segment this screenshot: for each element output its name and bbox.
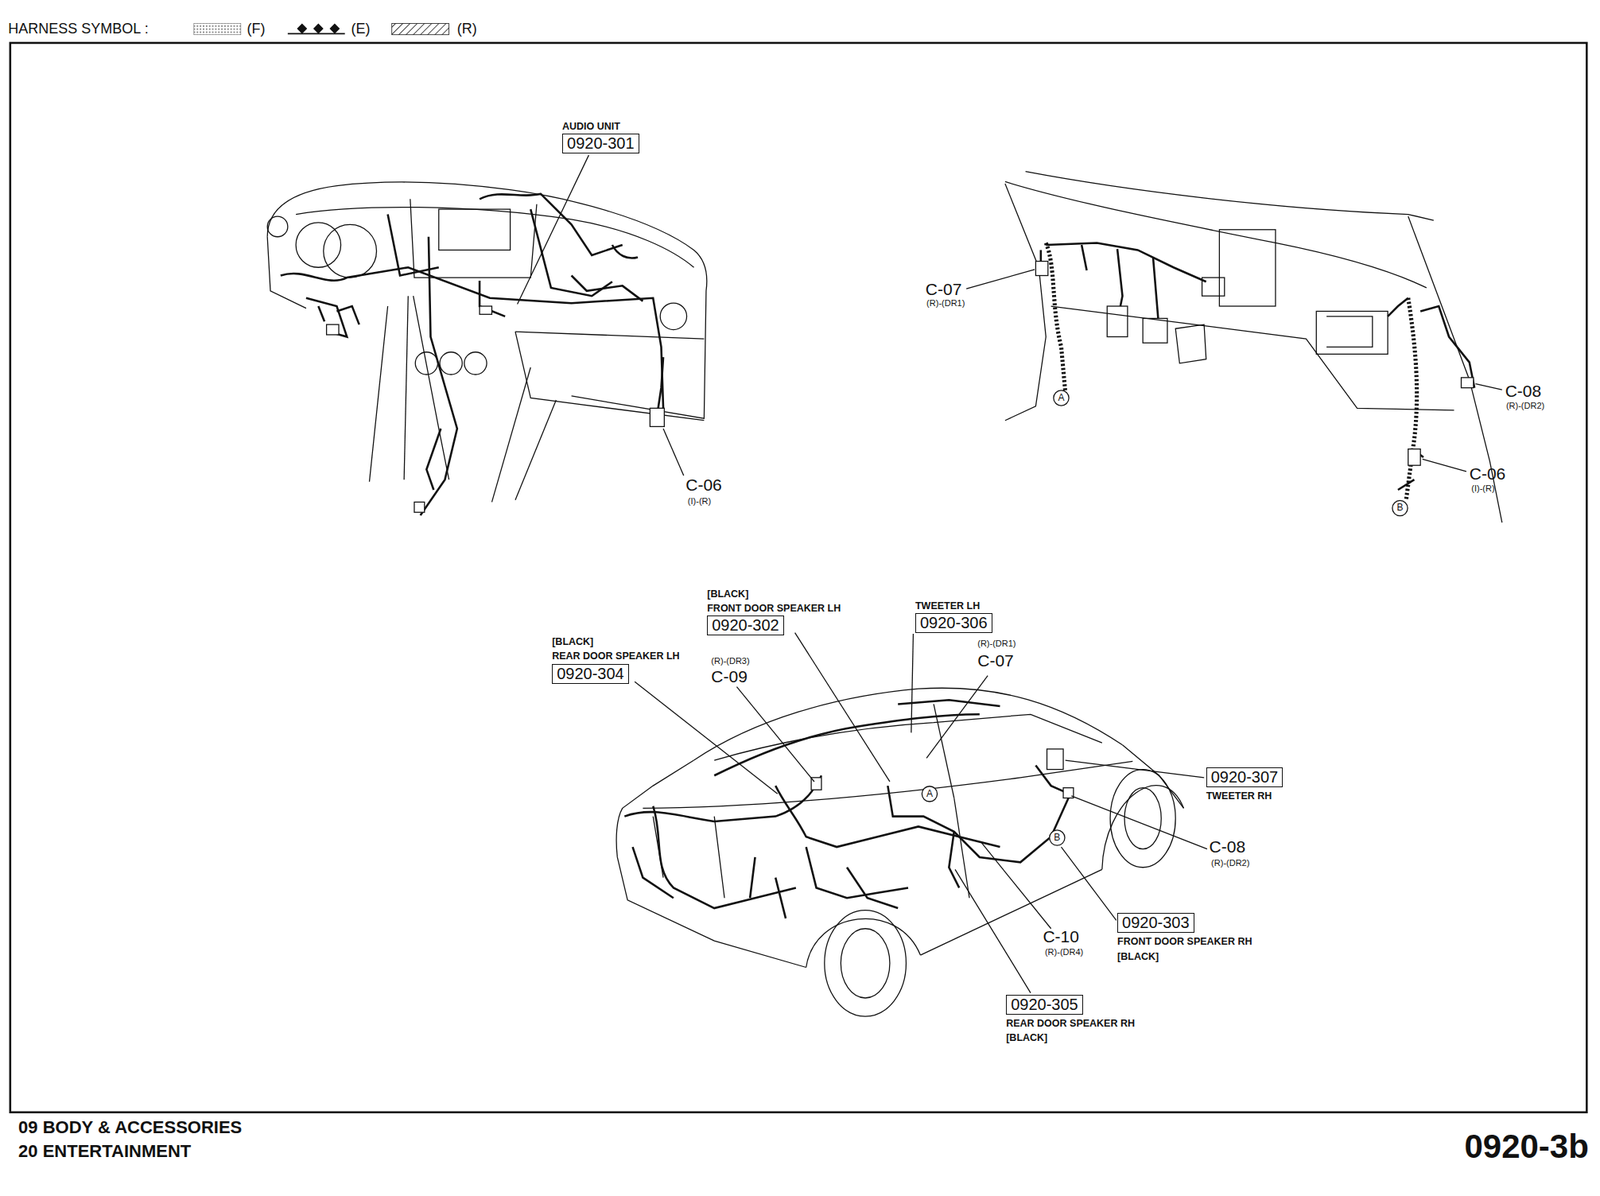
part-name: TWEETER RH [1206, 788, 1284, 803]
callout-number: 0920-306 [915, 613, 993, 634]
part-name: TWEETER LH [915, 598, 993, 613]
part-name: [BLACK] [551, 633, 680, 649]
callout-group: AUDIO UNIT0920-301 [562, 118, 640, 155]
callout-box: 0920-306 [915, 613, 993, 634]
part-text: [BLACK] [706, 588, 749, 600]
callout-group: 0920-305REAR DOOR SPEAKER RH [BLACK] [1005, 994, 1135, 1045]
connection-point-letter: A [1054, 392, 1068, 404]
part-name: FRONT DOOR SPEAKER LH [706, 600, 841, 615]
legend-text: (R) [457, 21, 478, 38]
dashboard-drawing [267, 155, 707, 516]
callout-number: 0920-303 [1117, 912, 1252, 933]
callout-box: 0920-302 [706, 615, 785, 636]
part-name: REAR DOOR SPEAKER LH [551, 648, 680, 663]
vehicle-harness-drawing [616, 633, 1208, 1017]
callout-group: [BLACK] REAR DOOR SPEAKER LH 0920-304 [551, 633, 680, 685]
part-text: TWEETER LH [915, 600, 980, 612]
callout-group: 0920-307TWEETER RH [1206, 766, 1284, 803]
callout-number: 0920-301 [562, 133, 640, 154]
part-text: [BLACK] [551, 636, 594, 648]
part-text: REAR DOOR SPEAKER LH [551, 650, 680, 662]
connector-code: C-10 [1042, 927, 1080, 946]
callout-box: 0920-304 [551, 664, 630, 684]
callout-box: 0920-307 [1206, 767, 1284, 788]
part-text: FRONT DOOR SPEAKER LH [706, 602, 841, 614]
label-text: (R)-(DR2) [1211, 858, 1250, 868]
page-frame [10, 42, 1587, 1113]
connector-code: C-07 [977, 651, 1014, 670]
part-text: REAR DOOR SPEAKER RH [1005, 1017, 1135, 1030]
label-text: HARNESS SYMBOL : [7, 21, 148, 38]
part-text: [BLACK] [1005, 1032, 1048, 1044]
connector-code: C-09 [710, 667, 748, 686]
legend-text: (E) [350, 21, 370, 38]
legend-text: (F) [247, 21, 266, 38]
part-text: AUDIO UNIT [562, 120, 621, 133]
connector-code: C-08 [1505, 381, 1542, 400]
callout-number: 0920-302 [706, 615, 841, 636]
part-text: FRONT DOOR SPEAKER RH [1117, 935, 1252, 948]
label-text: (R)-(DR2) [1506, 400, 1545, 411]
interior-harness-drawing [966, 171, 1503, 523]
label-text: (R)-(DR3) [710, 656, 750, 666]
connector-code: C-08 [1209, 837, 1247, 856]
connection-point-letter: B [1394, 502, 1407, 513]
part-name: REAR DOOR SPEAKER RH [1005, 1015, 1135, 1030]
connector-code: C-07 [925, 279, 963, 299]
connector-code: C-06 [1469, 464, 1507, 483]
label-text: (R)-(DR4) [1044, 947, 1084, 957]
label-text: (I)-(R) [687, 496, 711, 506]
part-name: [BLACK] [1005, 1029, 1135, 1045]
label-text: (I)-(R) [1471, 483, 1495, 494]
part-name: FRONT DOOR SPEAKER RH [1117, 933, 1252, 948]
callout-box: 0920-303 [1117, 912, 1195, 933]
label-text: 09 BODY & ACCESSORIES [18, 1118, 242, 1138]
connection-point-letter: A [923, 788, 936, 800]
connector-code: C-06 [685, 475, 723, 494]
callout-group: [BLACK] FRONT DOOR SPEAKER LH0920-302 [706, 586, 841, 637]
connection-point-letter: B [1050, 832, 1064, 843]
part-name: [BLACK] [706, 586, 841, 601]
callout-group: TWEETER LH0920-306 [915, 598, 993, 634]
callout-box: 0920-301 [562, 133, 640, 154]
callout-number: 0920-305 [1005, 994, 1135, 1015]
part-name: AUDIO UNIT [562, 118, 640, 133]
label-text: 0920-3b [1464, 1128, 1589, 1166]
label-text: (R)-(DR1) [926, 298, 965, 308]
part-text: TWEETER RH [1206, 790, 1273, 802]
callout-group: 0920-303FRONT DOOR SPEAKER RH [BLACK] [1117, 912, 1252, 964]
label-text: (R)-(DR1) [977, 638, 1016, 649]
callout-box: 0920-305 [1005, 994, 1084, 1015]
callout-number: 0920-304 [551, 664, 680, 684]
legend-swatches [194, 23, 450, 35]
part-text: [BLACK] [1117, 951, 1159, 963]
callout-number: 0920-307 [1206, 767, 1284, 788]
part-name: [BLACK] [1117, 948, 1252, 964]
label-text: 20 ENTERTAINMENT [18, 1141, 191, 1162]
